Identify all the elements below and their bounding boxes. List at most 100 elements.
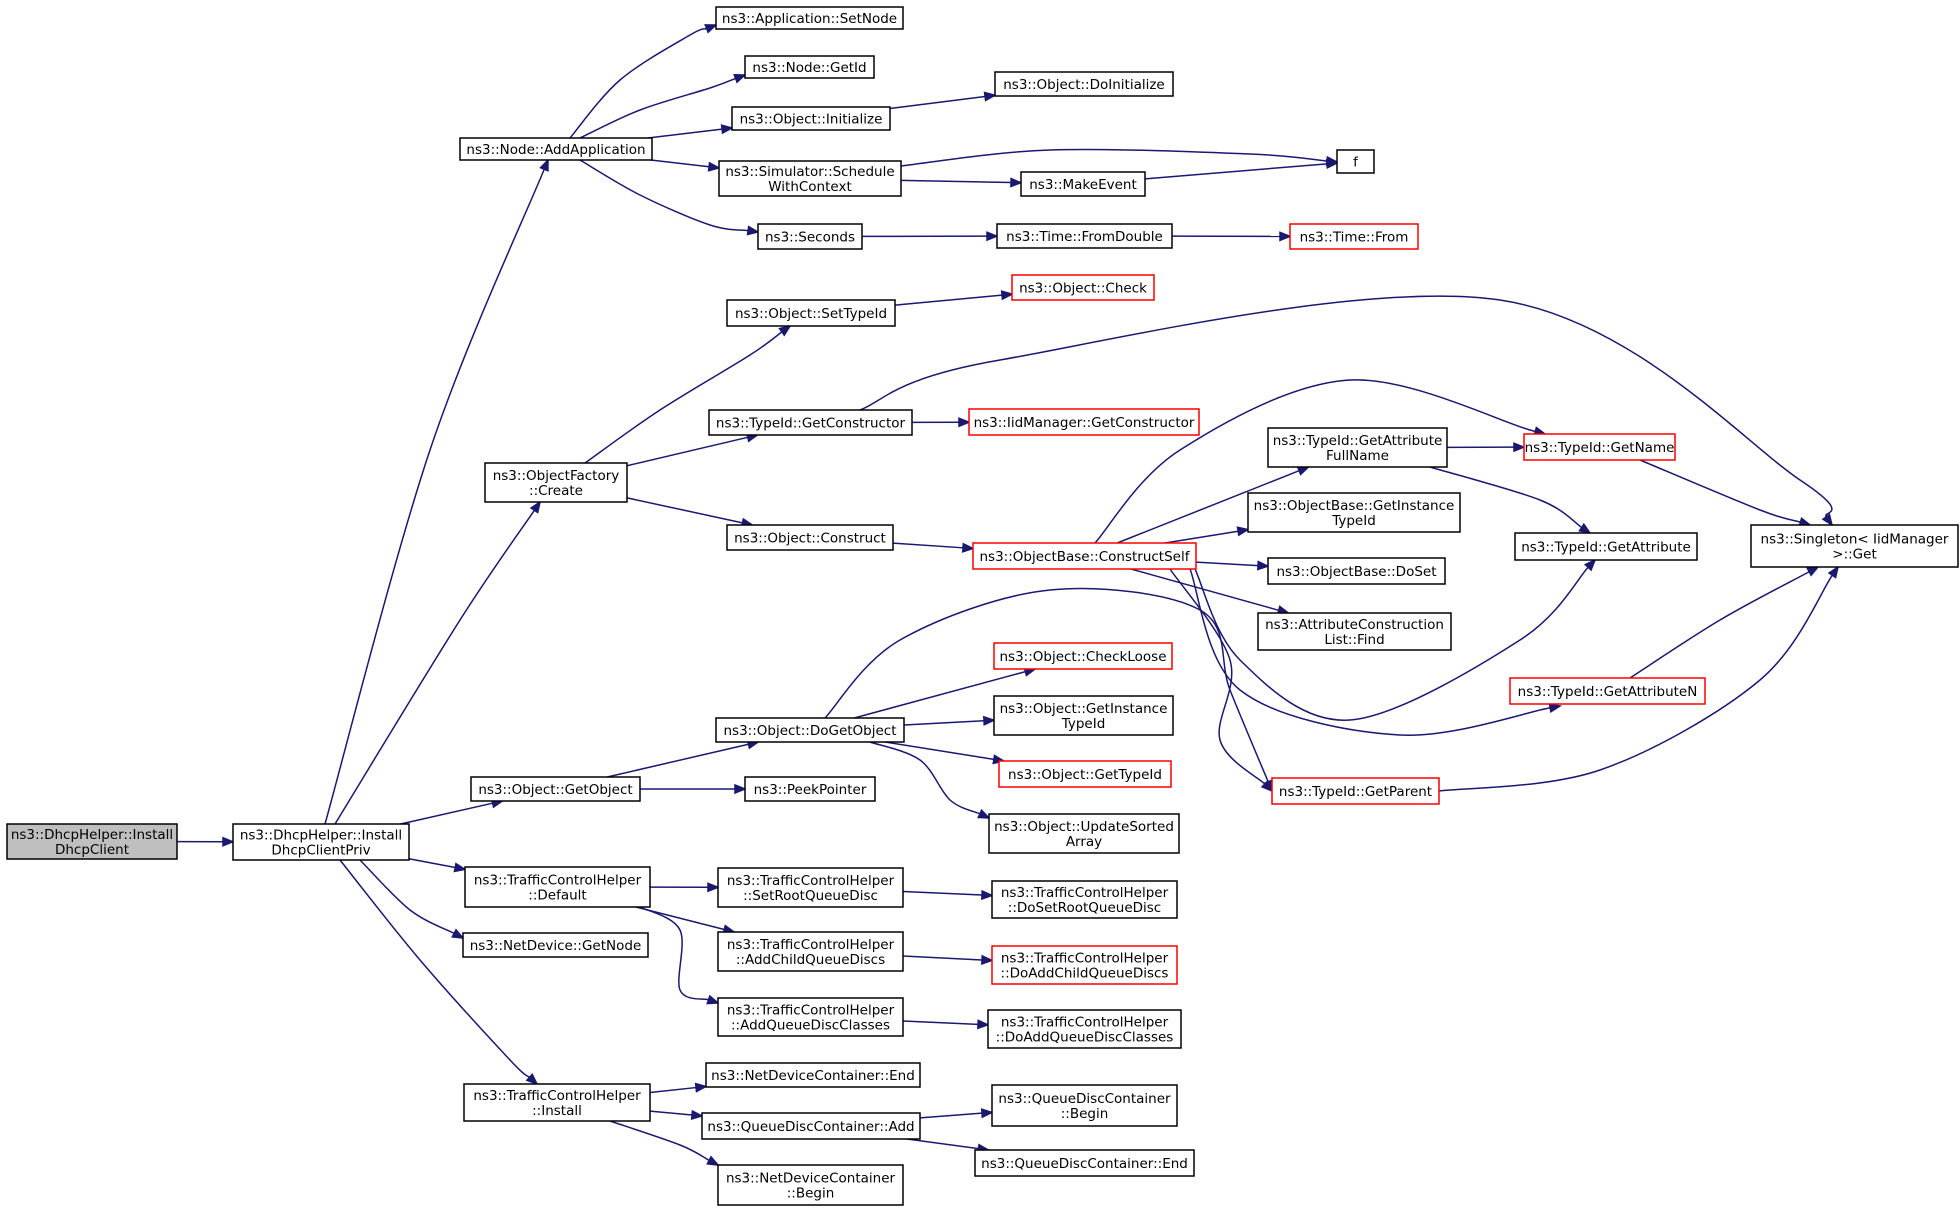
node-label: DhcpClientPriv <box>271 843 370 859</box>
node-typeid-getname[interactable]: ns3::TypeId::GetName <box>1523 433 1676 461</box>
arrowhead-icon <box>690 1109 705 1121</box>
node-qdc-add[interactable]: ns3::QueueDiscContainer::Add <box>701 1112 921 1140</box>
node-make-event[interactable]: ns3::MakeEvent <box>1020 171 1146 197</box>
edge-line <box>894 294 1003 306</box>
node-peekpointer[interactable]: ns3::PeekPointer <box>744 776 876 802</box>
edge-line <box>1116 469 1300 544</box>
node-label: ns3::Application::SetNode <box>722 11 897 27</box>
node-obj-settypeid[interactable]: ns3::Object::SetTypeId <box>726 299 896 327</box>
node-objbase-doset[interactable]: ns3::ObjectBase::DoSet <box>1267 557 1446 585</box>
edge-dhcp-priv-to-netdev-getnode <box>359 859 465 939</box>
edge-time-fromdouble-to-time-from <box>1171 231 1293 242</box>
node-add-app[interactable]: ns3::Node::AddApplication <box>459 137 653 161</box>
edge-typeid-getparent-to-singleton-get <box>1438 565 1840 792</box>
edge-line <box>579 159 749 232</box>
edge-line <box>649 1110 693 1116</box>
node-obj-gettypeid[interactable]: ns3::Object::GetTypeId <box>998 760 1172 788</box>
edge-add-app-to-obj-init <box>647 124 735 139</box>
edge-line <box>859 295 1833 518</box>
node-label: ns3::ObjectFactory <box>493 468 620 484</box>
node-ndc-end[interactable]: ns3::NetDeviceContainer::End <box>705 1062 921 1088</box>
node-typeid-getattr[interactable]: ns3::TypeId::GetAttribute <box>1514 532 1698 561</box>
node-singleton-get[interactable]: ns3::Singleton< IidManager>::Get <box>1750 524 1959 568</box>
node-label: ns3::TrafficControlHelper <box>1001 1015 1169 1031</box>
node-tch-dosetroot[interactable]: ns3::TrafficControlHelper::DoSetRootQueu… <box>991 880 1178 919</box>
node-box <box>993 695 1174 736</box>
node-label: ns3::Object::UpdateSorted <box>994 819 1174 835</box>
node-box <box>1509 677 1706 705</box>
node-obj-construct[interactable]: ns3::Object::Construct <box>726 524 894 551</box>
node-app-setnode[interactable]: ns3::Application::SetNode <box>715 6 904 30</box>
node-tch-default[interactable]: ns3::TrafficControlHelper::Default <box>464 866 651 908</box>
node-obj-getobject[interactable]: ns3::Object::GetObject <box>470 776 641 802</box>
node-ndc-begin[interactable]: ns3::NetDeviceContainer::Begin <box>717 1164 904 1206</box>
node-typeid-getparent[interactable]: ns3::TypeId::GetParent <box>1271 777 1440 805</box>
edge-line <box>324 168 545 825</box>
node-label: ns3::TypeId::GetParent <box>1279 784 1432 800</box>
node-label: ns3::Object::SetTypeId <box>735 306 887 322</box>
arrowhead-icon <box>1010 177 1024 188</box>
edge-line <box>1438 574 1833 792</box>
node-f[interactable]: f <box>1336 149 1375 174</box>
edge-typeid-getname-to-singleton-get <box>1639 459 1812 527</box>
node-obj-init[interactable]: ns3::Object::Initialize <box>731 106 891 131</box>
node-obj-dogetobject[interactable]: ns3::Object::DoGetObject <box>715 717 905 743</box>
node-box <box>459 137 653 161</box>
edge-line <box>639 906 709 1001</box>
edge-line <box>626 497 743 524</box>
arrowhead-icon <box>704 24 718 34</box>
node-netdev-getnode[interactable]: ns3::NetDevice::GetNode <box>462 932 649 958</box>
node-label: ns3::Object::CheckLoose <box>999 649 1166 665</box>
node-tch-doaddchild[interactable]: ns3::TrafficControlHelper::DoAddChildQue… <box>991 945 1178 985</box>
edge-objbase-constructself-to-typeid-getattrn <box>1189 568 1562 736</box>
arrowhead-icon <box>1548 702 1562 713</box>
edge-line <box>569 27 707 139</box>
node-label: ns3::Seconds <box>765 230 855 246</box>
node-tch-setroot[interactable]: ns3::TrafficControlHelper::SetRootQueueD… <box>717 867 904 908</box>
edge-dhcp-priv-to-objfactory-create <box>334 500 542 825</box>
edge-qdc-add-to-qdc-begin <box>919 1108 995 1119</box>
node-tch-addclasses[interactable]: ns3::TrafficControlHelper::AddQueueDiscC… <box>717 997 904 1037</box>
arrowhead-icon <box>706 994 720 1005</box>
node-objfactory-create[interactable]: ns3::ObjectFactory::Create <box>484 462 628 503</box>
node-qdc-end[interactable]: ns3::QueueDiscContainer::End <box>974 1149 1195 1177</box>
arrowhead-icon <box>982 715 997 726</box>
node-objbase-constructself[interactable]: ns3::ObjectBase::ConstructSelf <box>972 542 1197 570</box>
edge-line <box>647 128 723 139</box>
arrowhead-icon <box>977 1019 991 1030</box>
node-tch-doaddclasses[interactable]: ns3::TrafficControlHelper::DoAddQueueDis… <box>987 1009 1182 1049</box>
edge-objfactory-create-to-obj-settypeid <box>584 324 792 464</box>
node-box <box>726 524 894 551</box>
node-iid-getctor[interactable]: ns3::IidManager::GetConstructor <box>968 408 1200 436</box>
node-tch-addchild[interactable]: ns3::TrafficControlHelper::AddChildQueue… <box>717 931 904 972</box>
node-label: ::DoAddQueueDiscClasses <box>996 1030 1174 1046</box>
arrowhead-icon <box>1236 526 1250 537</box>
node-seconds[interactable]: ns3::Seconds <box>757 223 863 250</box>
edge-tch-install-to-ndc-begin <box>609 1120 720 1166</box>
node-typeid-getattrn[interactable]: ns3::TypeId::GetAttributeN <box>1509 677 1706 705</box>
node-node-getid[interactable]: ns3::Node::GetId <box>744 55 875 79</box>
node-tch-install[interactable]: ns3::TrafficControlHelper::Install <box>463 1083 651 1122</box>
node-label: List::Find <box>1324 632 1384 648</box>
edge-obj-init-to-obj-doinit <box>889 91 998 110</box>
edge-obj-dogetobject-to-obj-gettypeid <box>884 741 1006 765</box>
node-label: ns3::DhcpHelper::Install <box>11 827 173 843</box>
node-obj-doinit[interactable]: ns3::Object::DoInitialize <box>994 71 1174 97</box>
node-obj-check[interactable]: ns3::Object::Check <box>1011 274 1155 301</box>
node-typeid-getctor[interactable]: ns3::TypeId::GetConstructor <box>708 409 913 436</box>
node-label: ns3::Object::DoInitialize <box>1003 77 1165 93</box>
node-time-from[interactable]: ns3::Time::From <box>1289 223 1419 250</box>
arrowhead-icon <box>1806 566 1820 577</box>
node-label: ns3::Object::Initialize <box>740 112 883 128</box>
node-obj-checkloose[interactable]: ns3::Object::CheckLoose <box>993 642 1173 670</box>
arrowhead-icon <box>453 862 467 873</box>
node-qdc-begin[interactable]: ns3::QueueDiscContainer::Begin <box>991 1084 1178 1127</box>
node-time-fromdouble[interactable]: ns3::Time::FromDouble <box>996 223 1173 249</box>
